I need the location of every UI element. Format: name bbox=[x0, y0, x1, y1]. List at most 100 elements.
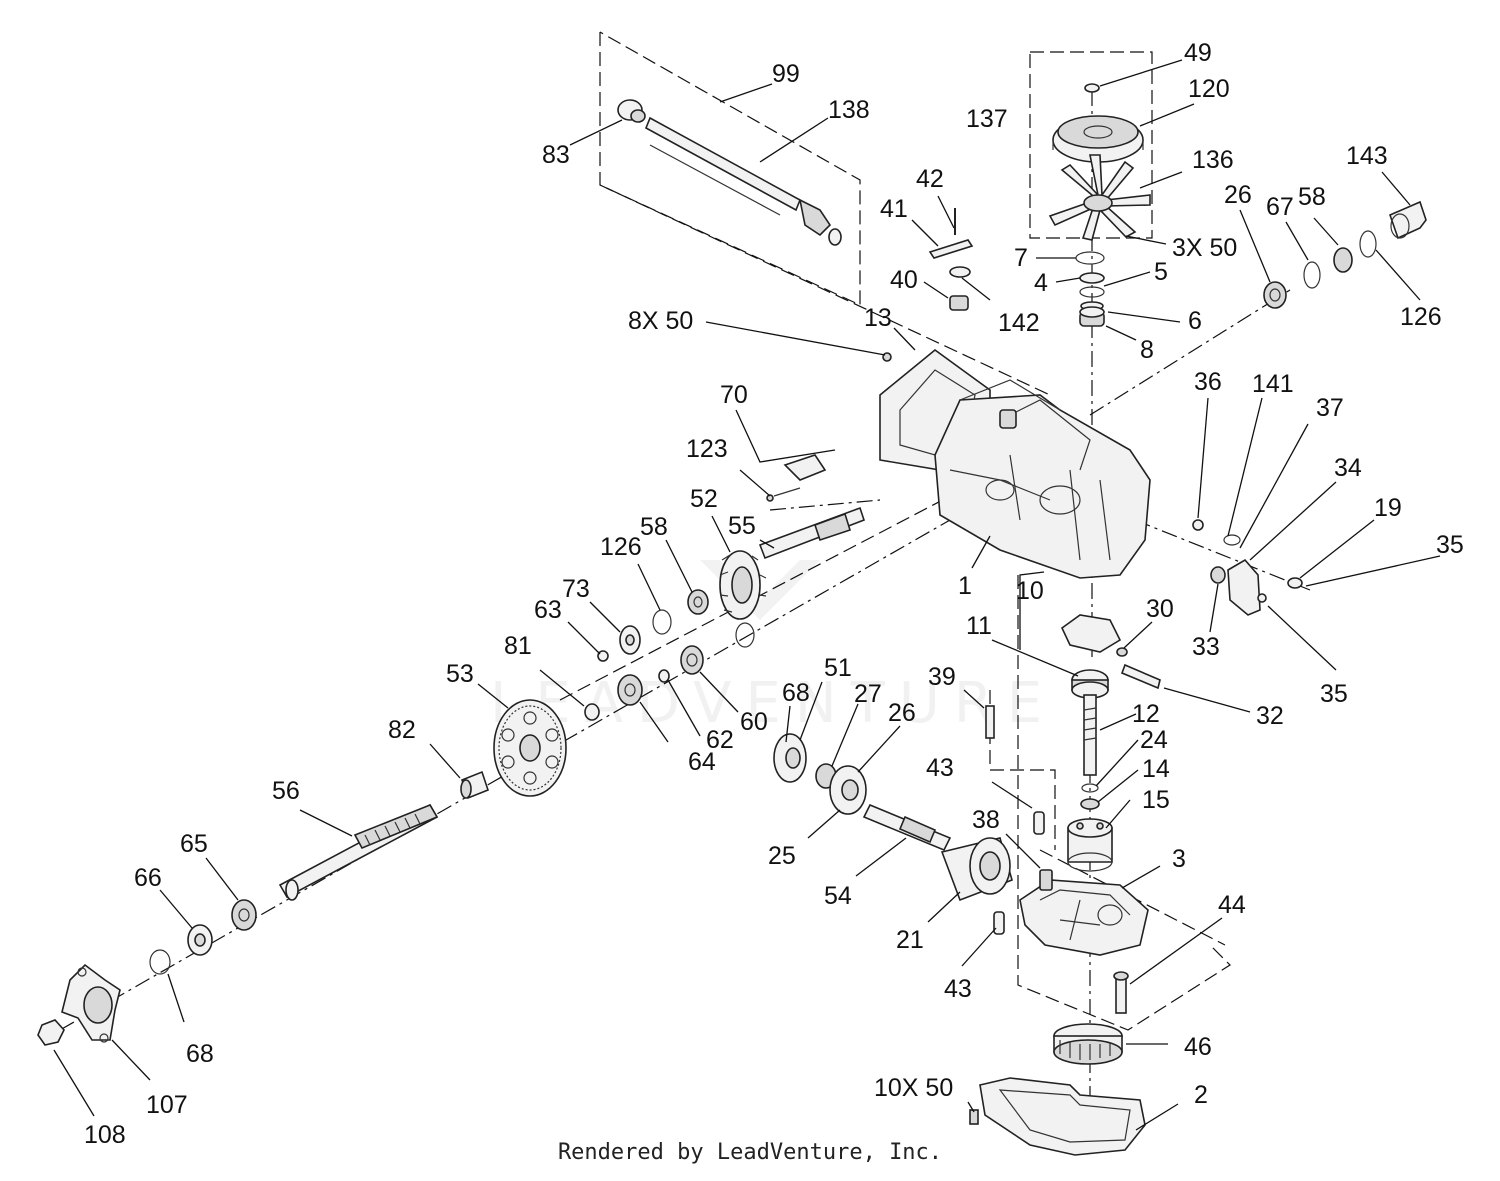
callout-126-lower: 126 bbox=[600, 533, 642, 561]
callout-73: 73 bbox=[562, 575, 590, 603]
callout-2: 2 bbox=[1194, 1081, 1208, 1109]
callout-26-upper: 26 bbox=[1224, 181, 1252, 209]
callout-56: 56 bbox=[272, 777, 300, 805]
leader-lines bbox=[53, 59, 1441, 1131]
part-55-shaft bbox=[758, 506, 866, 560]
callout-58-lower: 58 bbox=[640, 513, 668, 541]
part-stack-7-4-5-6-8 bbox=[1075, 251, 1105, 327]
part-12-shaft bbox=[1083, 694, 1097, 776]
callout-33: 33 bbox=[1192, 633, 1220, 661]
callout-26-lower: 26 bbox=[888, 699, 916, 727]
part-51-gear bbox=[773, 733, 807, 783]
render-credit: Rendered by LeadVenture, Inc. bbox=[557, 1140, 943, 1165]
callout-42: 42 bbox=[916, 165, 944, 193]
part-41-42-40-lever bbox=[928, 208, 974, 311]
callout-136: 136 bbox=[1192, 146, 1234, 174]
part-107-hub bbox=[61, 963, 121, 1043]
callout-65: 65 bbox=[180, 830, 208, 858]
part-21-motor-block bbox=[940, 837, 1013, 902]
callout-64: 64 bbox=[688, 748, 716, 776]
part-49-nut bbox=[1084, 83, 1100, 93]
callout-13: 13 bbox=[864, 304, 892, 332]
callout-7: 7 bbox=[1014, 244, 1028, 272]
callout-51: 51 bbox=[824, 654, 852, 682]
callout-99: 99 bbox=[772, 60, 800, 88]
part-15-cylinder-block bbox=[1067, 818, 1113, 872]
callout-58-upper: 58 bbox=[1298, 183, 1326, 211]
part-bearings-row-2 bbox=[584, 622, 755, 721]
part-3-center-section bbox=[1019, 869, 1149, 956]
part-26-gear bbox=[829, 765, 867, 815]
callout-labels: 99 138 83 49 120 137 136 143 42 41 26 67… bbox=[84, 39, 1464, 1149]
callout-44: 44 bbox=[1218, 891, 1246, 919]
callout-63: 63 bbox=[534, 596, 562, 624]
callout-6: 6 bbox=[1188, 307, 1202, 335]
callout-123: 123 bbox=[686, 435, 728, 463]
callout-4: 4 bbox=[1034, 269, 1048, 297]
callout-41: 41 bbox=[880, 195, 908, 223]
part-1-main-housing bbox=[934, 379, 1151, 579]
callout-40: 40 bbox=[890, 266, 918, 294]
callout-10x50: 10X 50 bbox=[874, 1074, 953, 1102]
callout-11: 11 bbox=[966, 612, 992, 640]
part-56-axle bbox=[278, 803, 439, 901]
part-10-shift-fork bbox=[1060, 614, 1161, 690]
callout-137: 137 bbox=[966, 105, 1008, 133]
callout-8x50: 8X 50 bbox=[628, 307, 693, 335]
callout-60: 60 bbox=[740, 708, 768, 736]
callout-52: 52 bbox=[690, 485, 718, 513]
part-120-pulley bbox=[1052, 115, 1144, 163]
part-43-pins bbox=[993, 811, 1045, 935]
callout-53: 53 bbox=[446, 660, 474, 688]
callout-12: 12 bbox=[1132, 700, 1160, 728]
watermark-logo: LEADVENTURE bbox=[490, 560, 1042, 736]
callout-108: 108 bbox=[84, 1121, 126, 1149]
parts bbox=[37, 83, 1427, 1156]
callout-141: 141 bbox=[1252, 370, 1294, 398]
callout-68-upper: 68 bbox=[782, 679, 810, 707]
callout-138: 138 bbox=[828, 96, 870, 124]
part-65-66-68-bearings bbox=[149, 899, 257, 975]
part-83-cap bbox=[617, 99, 646, 123]
part-54-shaft bbox=[862, 803, 952, 852]
callout-126-upper: 126 bbox=[1400, 303, 1442, 331]
callout-55: 55 bbox=[728, 512, 756, 540]
callout-35-lower: 35 bbox=[1320, 680, 1348, 708]
part-53-large-gear bbox=[493, 699, 567, 797]
callout-70: 70 bbox=[720, 381, 748, 409]
callout-5: 5 bbox=[1154, 258, 1168, 286]
callout-37: 37 bbox=[1316, 394, 1344, 422]
callout-68-lower: 68 bbox=[186, 1040, 214, 1068]
callout-81: 81 bbox=[504, 632, 532, 660]
callout-54: 54 bbox=[824, 882, 852, 910]
callout-3: 3 bbox=[1172, 845, 1186, 873]
part-brake-assembly bbox=[1192, 519, 1303, 616]
callout-67: 67 bbox=[1266, 193, 1294, 221]
part-52-bevel-gear bbox=[719, 550, 767, 620]
part-108-nut bbox=[37, 1019, 65, 1046]
group-outlines bbox=[59, 31, 1311, 1140]
part-11-gear bbox=[1071, 669, 1109, 699]
callout-83: 83 bbox=[542, 141, 570, 169]
part-washers-row-1 bbox=[597, 589, 709, 662]
part-143-cap-and-bearings bbox=[1263, 200, 1427, 309]
callout-82: 82 bbox=[388, 716, 416, 744]
callout-107: 107 bbox=[146, 1091, 188, 1119]
callout-34: 34 bbox=[1334, 454, 1362, 482]
part-44-bolt bbox=[1113, 971, 1129, 1014]
callout-27: 27 bbox=[854, 680, 882, 708]
callout-3x50: 3X 50 bbox=[1172, 234, 1237, 262]
callout-32: 32 bbox=[1256, 702, 1284, 730]
callout-46: 46 bbox=[1184, 1033, 1212, 1061]
callout-30: 30 bbox=[1146, 595, 1174, 623]
callout-10: 10 bbox=[1016, 577, 1044, 605]
part-138-rod bbox=[644, 116, 842, 246]
part-82-bushing bbox=[460, 770, 489, 800]
part-70-bracket bbox=[766, 454, 827, 502]
callout-8: 8 bbox=[1140, 336, 1154, 364]
callout-143: 143 bbox=[1346, 142, 1388, 170]
callout-62: 62 bbox=[706, 726, 734, 754]
callout-49: 49 bbox=[1184, 39, 1212, 67]
callout-142: 142 bbox=[998, 309, 1040, 337]
